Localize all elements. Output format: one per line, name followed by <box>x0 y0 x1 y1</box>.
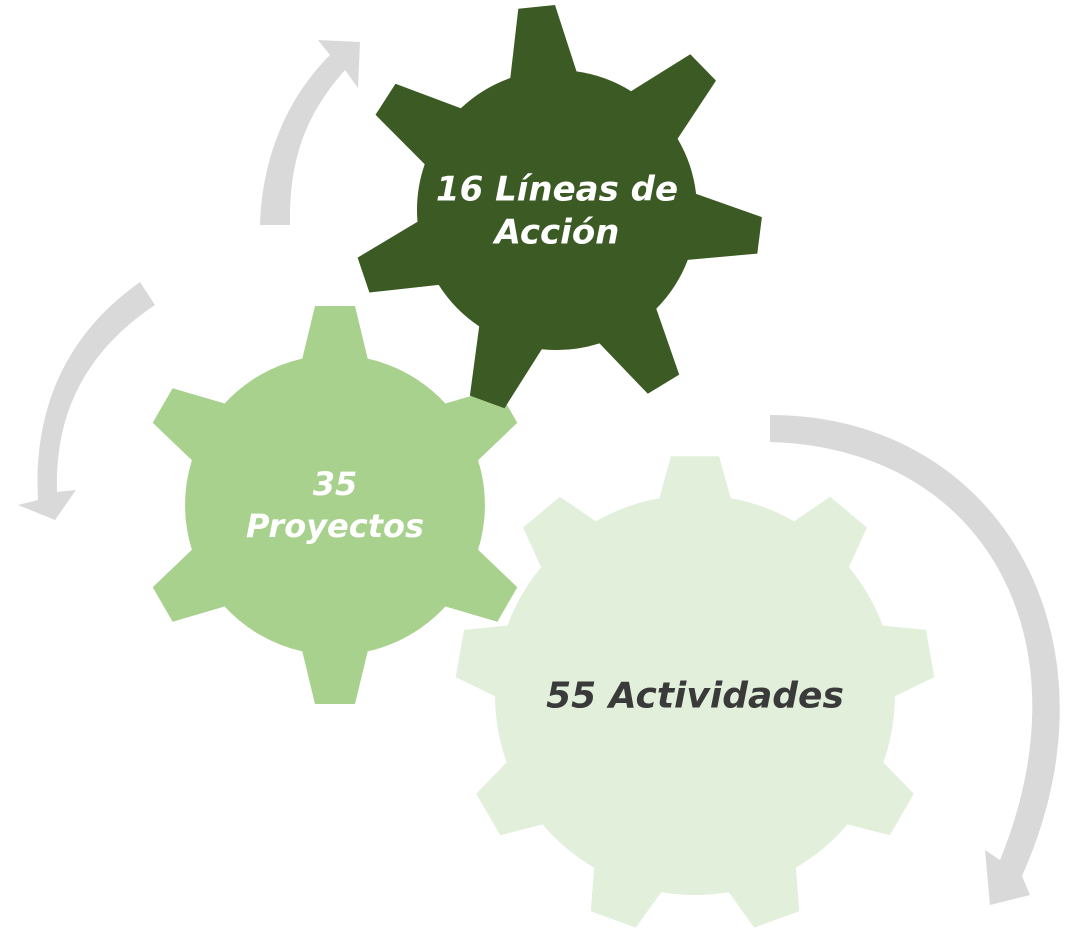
gear-actividades-label: 55 Actividades <box>546 676 844 717</box>
gear-lineas-de-accion-label-line: 16 Líneas de <box>436 169 678 209</box>
arrow-right <box>770 415 1060 905</box>
arrow-top-left <box>260 40 360 225</box>
gear-actividades-shape <box>455 456 935 928</box>
gear-proyectos-label-line: 35 <box>313 465 358 503</box>
gear-actividades: 55 Actividades <box>455 456 935 928</box>
gear-lineas-de-accion-shape <box>357 5 762 409</box>
gear-actividades-label-line: 55 Actividades <box>546 676 844 717</box>
gear-proyectos-shape <box>152 306 518 704</box>
gear-lineas-de-accion-label-line: Acción <box>492 212 620 252</box>
cycle-arrows <box>18 40 1060 905</box>
gear-proyectos-label-line: Proyectos <box>246 507 424 545</box>
arrow-left <box>18 282 155 520</box>
